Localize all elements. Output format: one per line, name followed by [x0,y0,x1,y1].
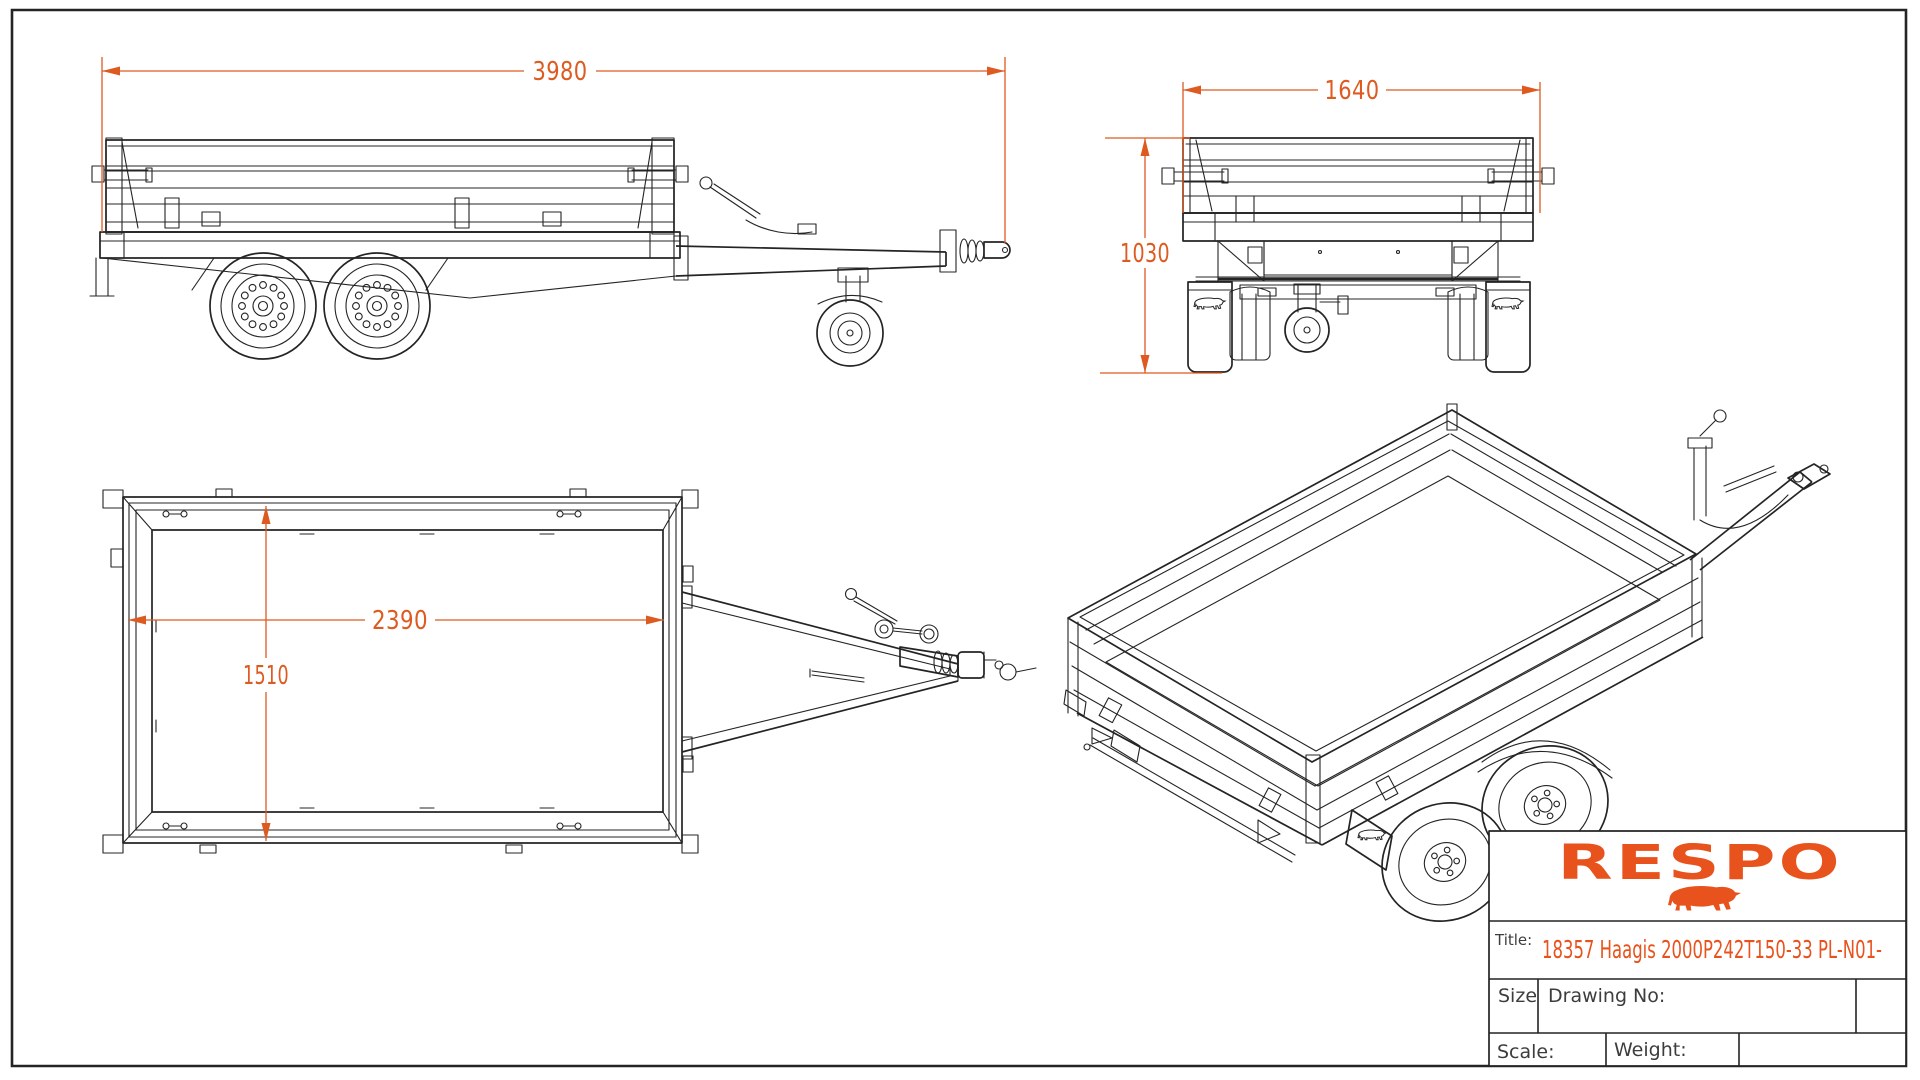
dim-text-overall-height: 1030 [1120,239,1170,269]
dim-overall-width: 1640 [1183,76,1540,213]
jockey-wheel [817,268,883,366]
bull-icon-mudflap-iso [1357,829,1387,840]
sheet-border [12,10,1906,1066]
iso-view [1000,404,1830,943]
drawing-no-label: Drawing No: [1548,985,1665,1007]
logo: RESPO [1557,835,1842,911]
hitch-coupler [940,230,1010,272]
plan-view [103,489,1003,853]
title-label: Title: [1494,931,1532,949]
dim-overall-height: 1030 [1100,138,1222,373]
side-view [90,138,1010,366]
dim-bed-width: 1510 [243,506,289,841]
iso-mudflap [1346,810,1392,870]
dim-text-overall-length: 3980 [533,57,588,87]
title-block: RESPO Title: 18357 Haagis 2000P242T150-3… [1489,831,1906,1066]
handbrake-knob [700,177,712,189]
dim-text-overall-width: 1640 [1325,76,1380,106]
dim-text-bed-length: 2390 [372,606,428,636]
mudflap-right [1486,282,1530,372]
scale-label: Scale: [1497,1041,1555,1063]
dim-bed-length: 2390 [128,606,664,636]
logo-text: RESPO [1557,835,1842,891]
title-value: 18357 Haagis 2000P242T150-33 PL-N01- [1542,935,1882,964]
dim-overall-length: 3980 [102,57,1005,243]
bull-icon-mudflap-right [1491,297,1524,310]
bull-icon-mudflap-left [1193,297,1226,310]
side-wheel-rear [323,252,431,360]
iso-drawbar [1688,410,1830,570]
weight-label: Weight: [1614,1039,1687,1061]
mudflap-left [1188,282,1232,372]
dim-text-bed-width: 1510 [243,661,289,691]
side-wheel-front [209,252,317,360]
plan-coupler [810,589,1003,683]
rear-view [1162,138,1554,372]
size-label: Size [1498,985,1537,1007]
title-block-border [1489,831,1906,1066]
